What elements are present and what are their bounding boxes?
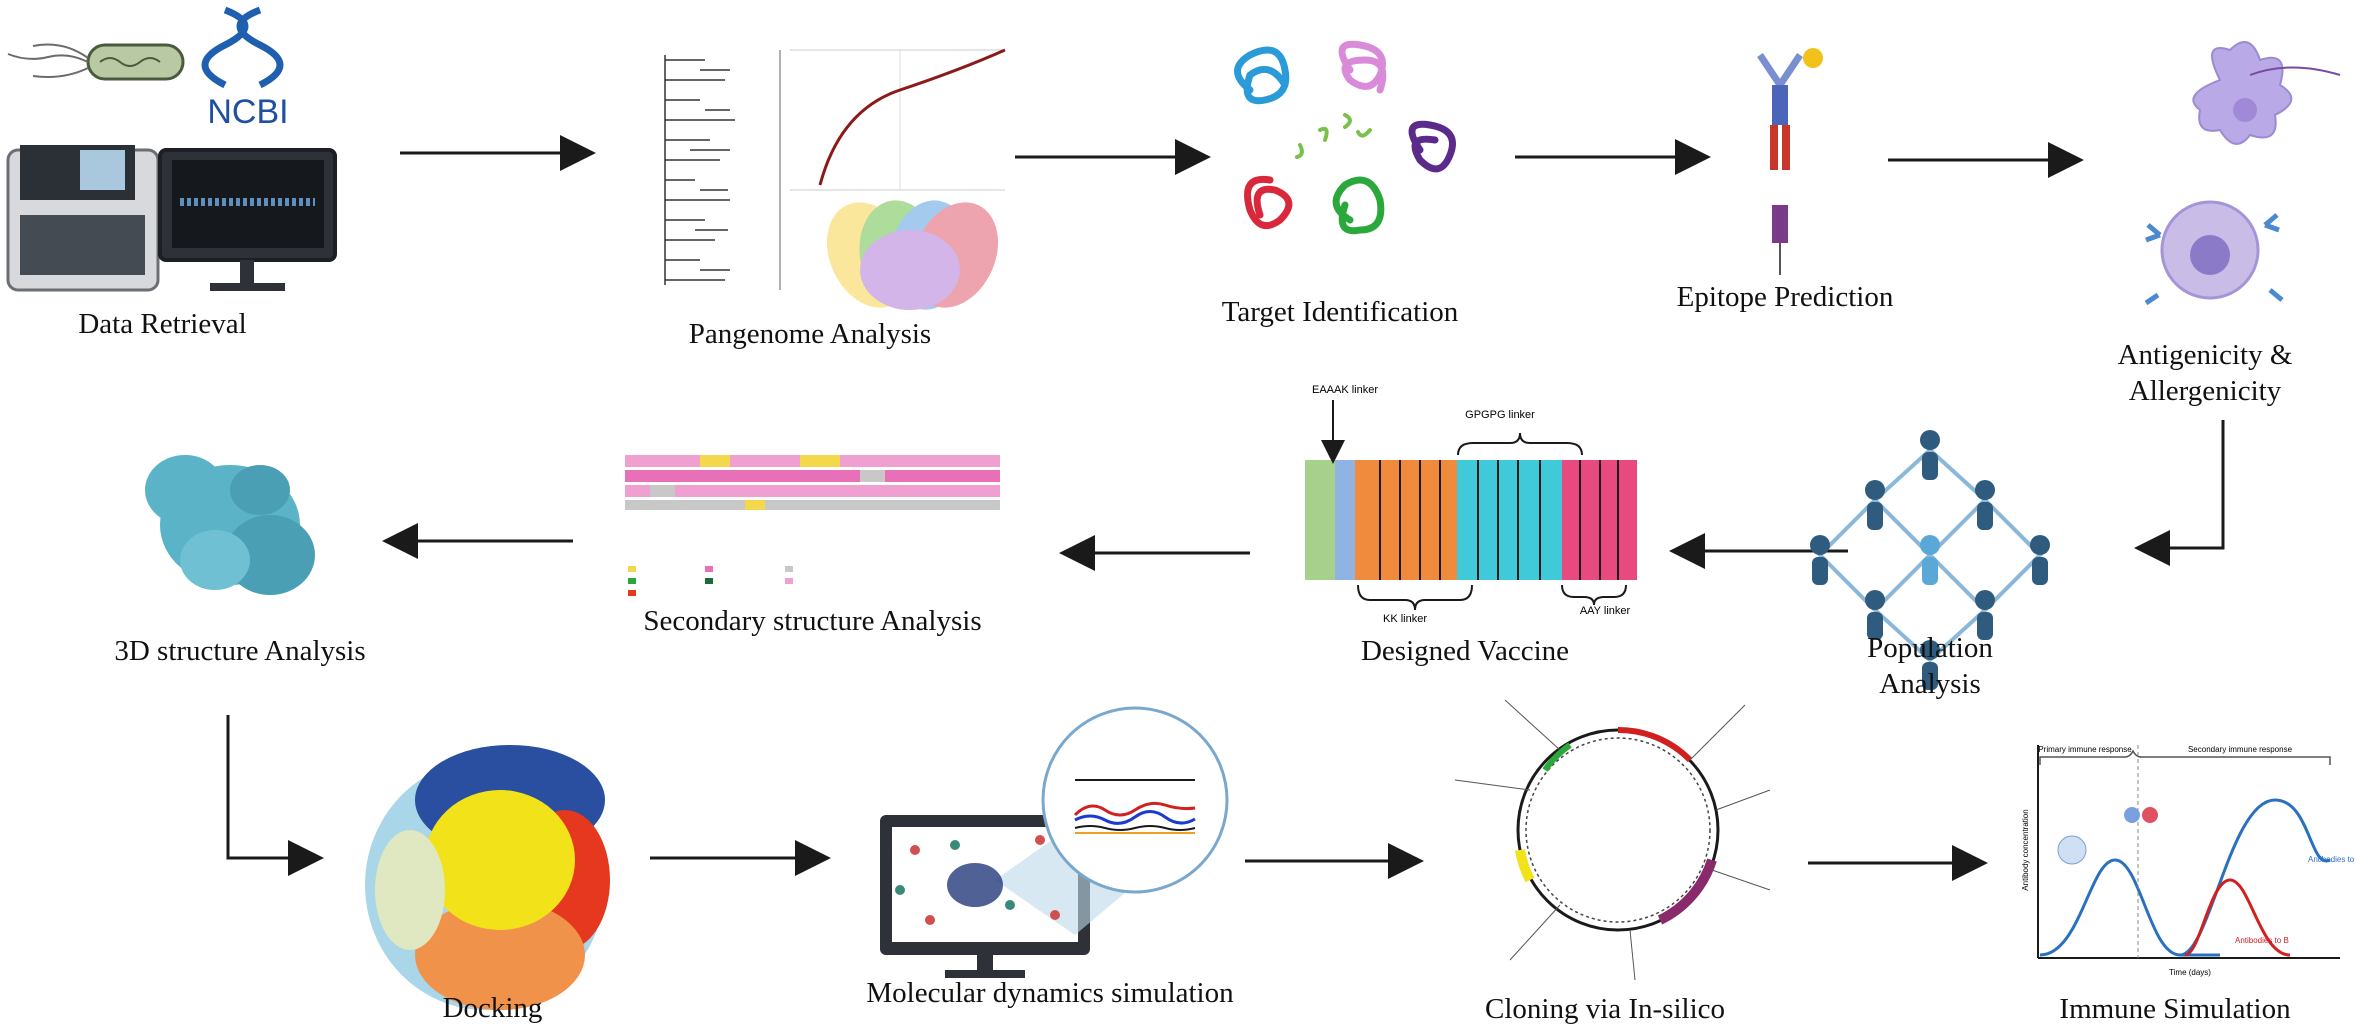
antibodies-b-label: Antibodies to B: [2235, 936, 2289, 945]
step-label-epitope-prediction: Epitope Prediction: [1676, 281, 1894, 313]
step-label-antigenicity: Antigenicity & Allergenicity: [2085, 337, 2325, 409]
md-simulation-illustration: [880, 706, 1229, 978]
sequencer-icon: [6, 145, 160, 292]
phylogenetic-tree: [664, 50, 781, 290]
antigenicity-line-2: Allergenicity: [2128, 375, 2282, 407]
immune-simulation-chart: Primary immune response Secondary immune…: [2021, 745, 2355, 977]
pangenome-illustration: [664, 48, 1006, 310]
pangenome-curve-chart: [790, 48, 1006, 191]
step-label-docking: Docking: [442, 992, 543, 1024]
population-line-2: Analysis: [1879, 668, 1981, 700]
plasmid-map-illustration: [1454, 699, 1771, 981]
step-label-designed-vaccine: Designed Vaccine: [1360, 635, 1570, 667]
antigen-cells-illustration: [2144, 41, 2341, 306]
step-label-molecular-dynamics: Molecular dynamics simulation: [866, 977, 1234, 1009]
gpgpg-linker-label: GPGPG linker: [1465, 409, 1535, 421]
kk-linker-label: KK linker: [1383, 613, 1427, 625]
primary-response-label: Primary immune response: [2038, 745, 2132, 754]
secondary-response-label: Secondary immune response: [2188, 745, 2293, 754]
step-label-target-identification: Target Identification: [1221, 296, 1459, 328]
antibody-axis-label: Antibody concentration: [2021, 809, 2030, 890]
antibodies-a-label: Antibodies to A: [2308, 855, 2355, 864]
protein-3d-illustration: [145, 455, 315, 595]
bacterium-icon: [7, 43, 185, 81]
step-label-immune-simulation: Immune Simulation: [2059, 993, 2291, 1025]
epitope-illustration: [1757, 48, 1823, 275]
population-line-1: Population: [1867, 632, 1993, 664]
antigenicity-line-1: Antigenicity &: [2117, 339, 2293, 371]
eaaak-linker-label: EAAAK linker: [1312, 384, 1378, 396]
step-label-3d-structure: 3D structure Analysis: [114, 635, 366, 667]
ncbi-logo: NCBI: [207, 93, 288, 131]
data-retrieval-illustration: NCBI: [6, 6, 337, 292]
secondary-structure-illustration: [625, 455, 1000, 596]
step-label-cloning: Cloning via In-silico: [1484, 993, 1726, 1025]
population-network-illustration: [1810, 430, 2050, 690]
aay-linker-label: AAY linker: [1580, 605, 1631, 617]
step-label-data-retrieval: Data Retrieval: [78, 308, 247, 340]
venn-diagram: [826, 200, 999, 310]
vaccine-construct: EAAAK linker GPGPG linker KK linker AAY …: [1305, 384, 1637, 625]
step-label-secondary-structure: Secondary structure Analysis: [643, 605, 982, 637]
time-axis-label: Time (days): [2169, 968, 2211, 977]
step-label-pangenome: Pangenome Analysis: [688, 318, 932, 350]
protein-targets-illustration: [1234, 40, 1456, 235]
monitor-icon: [158, 148, 337, 291]
dna-icon: [201, 6, 284, 89]
docking-illustration: [365, 745, 610, 1010]
step-label-population: Population Analysis: [1820, 630, 2040, 702]
